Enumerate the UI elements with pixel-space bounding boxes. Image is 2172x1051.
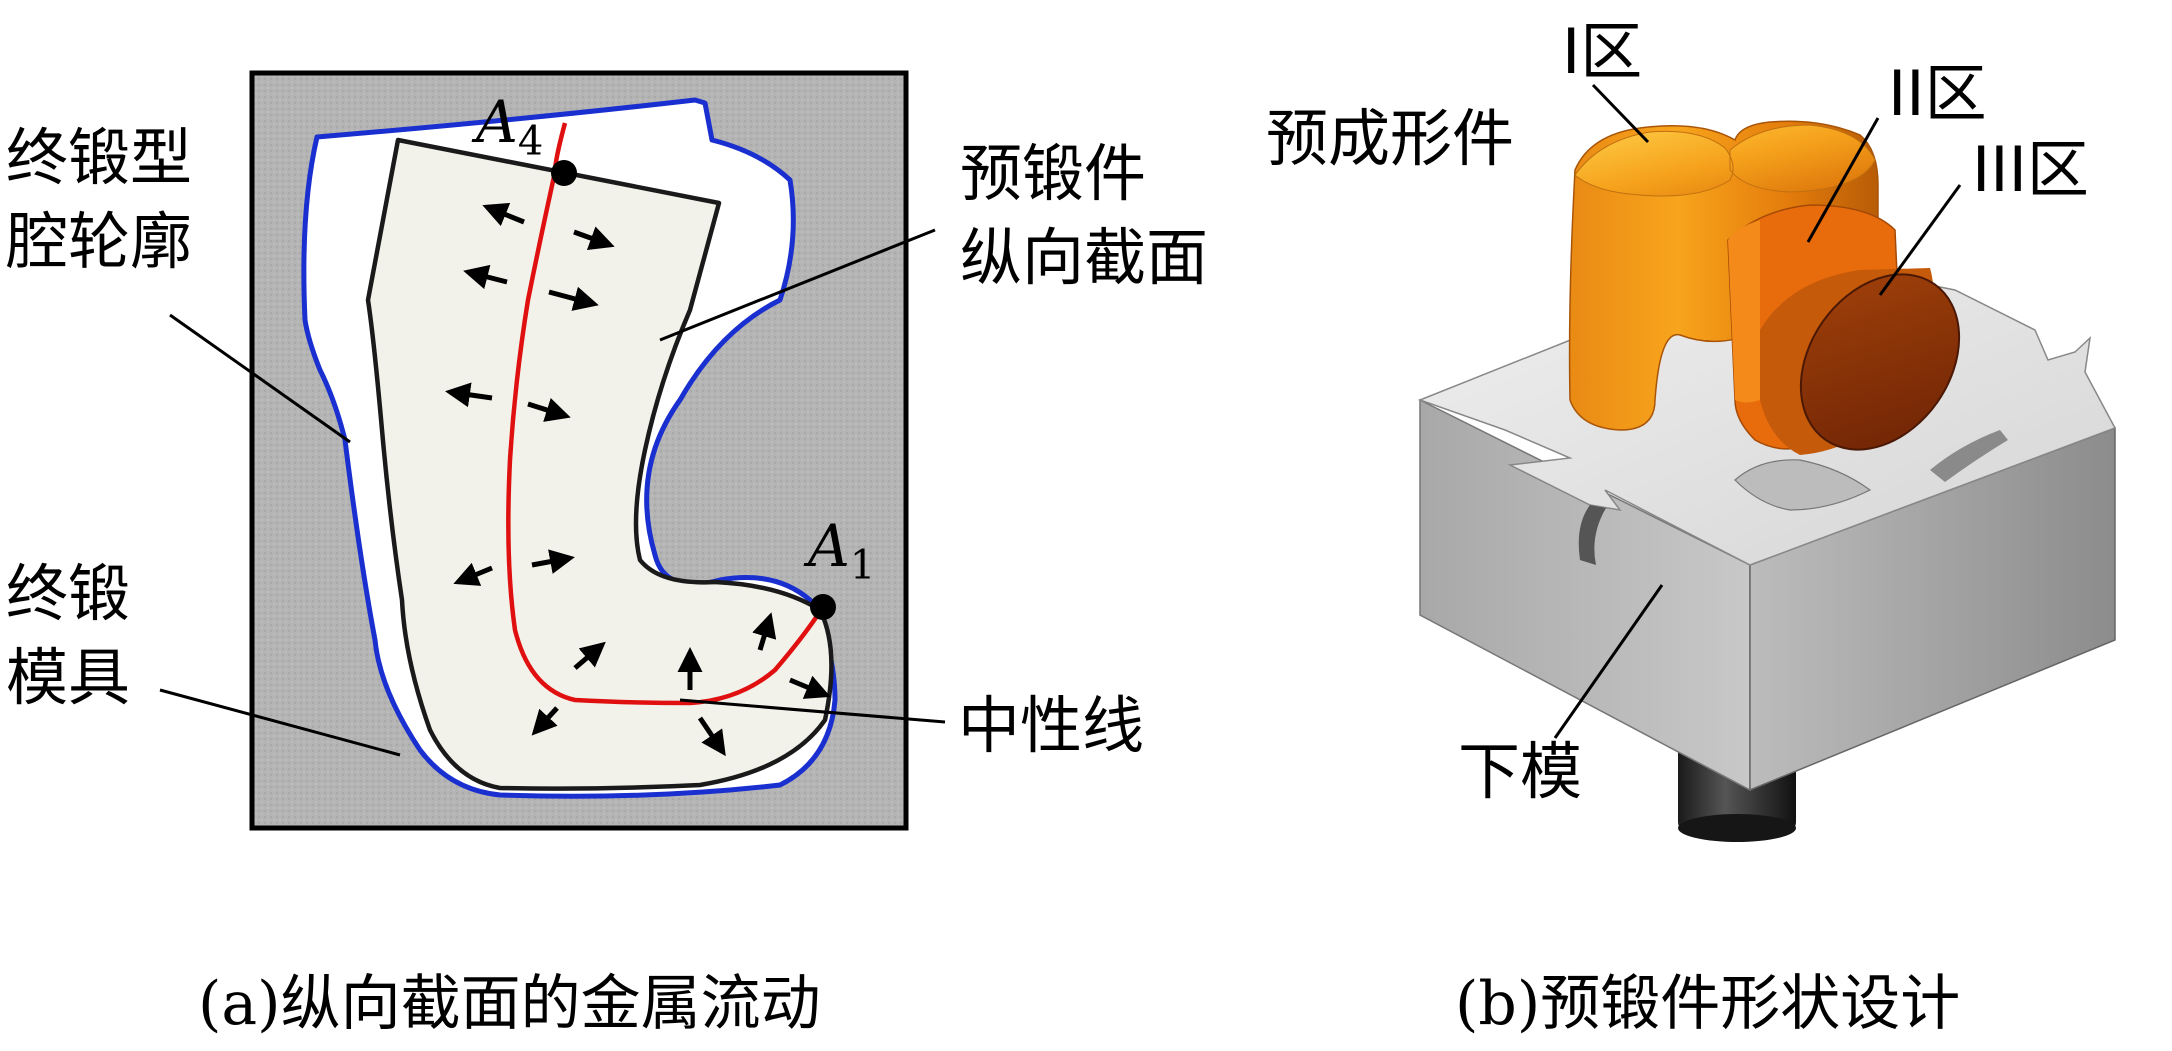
label-line: 终锻型 bbox=[6, 121, 193, 194]
notch-shadow bbox=[1578, 505, 1606, 565]
label-zone-i: I区 bbox=[1562, 15, 1643, 88]
leader-line bbox=[1806, 117, 1880, 243]
label-line: 纵向截面 bbox=[960, 221, 1209, 294]
point-subscript: 1 bbox=[849, 542, 876, 589]
label-final-cavity-contour: 终锻型 腔轮廓 bbox=[6, 116, 192, 284]
leader-line bbox=[679, 698, 946, 724]
zone-i-top bbox=[1574, 124, 1876, 197]
label-preform-part: 预成形件 bbox=[1266, 102, 1515, 175]
zone-iii-cylinder-face bbox=[1799, 273, 1961, 451]
preform-cross-section bbox=[365, 137, 834, 791]
caption-b: (b)预锻件形状设计 bbox=[1455, 969, 1961, 1039]
label-line: 腔轮廓 bbox=[6, 205, 193, 278]
flow-arrow bbox=[531, 706, 559, 736]
label-line: 终锻 bbox=[6, 557, 131, 630]
caption-a: (a)纵向截面的金属流动 bbox=[198, 969, 821, 1039]
point-label-a1: A1 bbox=[808, 512, 875, 589]
leader-line bbox=[1878, 184, 1962, 296]
flow-arrow bbox=[548, 286, 599, 311]
label-zone-iii: III区 bbox=[1972, 133, 2089, 206]
flow-arrow bbox=[789, 675, 831, 699]
panel-a-leader-lines bbox=[159, 228, 946, 757]
flow-arrow bbox=[697, 716, 726, 757]
label-preform-section: 预锻件 纵向截面 bbox=[960, 132, 1208, 300]
panel-b-leader-lines bbox=[1553, 83, 1962, 739]
panel-a bbox=[159, 70, 946, 831]
flow-arrow bbox=[573, 226, 615, 250]
label-line: 预锻件 bbox=[960, 137, 1147, 210]
flow-arrow bbox=[527, 398, 571, 422]
lower-die-slot bbox=[1930, 430, 2008, 482]
leader-line bbox=[1591, 83, 1650, 144]
point-label-a4: A4 bbox=[476, 88, 543, 165]
flow-arrow bbox=[531, 549, 575, 574]
label-lower-die: 下模 bbox=[1458, 735, 1583, 808]
metal-flow-arrows bbox=[445, 202, 831, 757]
panel-b bbox=[1417, 83, 2117, 842]
label-final-die: 终锻 模具 bbox=[6, 552, 130, 720]
point-a4 bbox=[551, 160, 577, 186]
flow-arrow bbox=[573, 641, 606, 670]
flow-arrow bbox=[453, 562, 493, 586]
leader-line bbox=[1553, 584, 1664, 739]
flow-arrow bbox=[752, 612, 777, 651]
label-line: 模具 bbox=[6, 641, 131, 714]
leader-line bbox=[659, 228, 936, 342]
preform-part bbox=[1568, 120, 1961, 455]
point-letter: A bbox=[808, 512, 850, 580]
flow-arrow bbox=[463, 264, 508, 290]
flow-arrow bbox=[482, 202, 525, 227]
point-subscript: 4 bbox=[517, 118, 544, 165]
lower-die-cavity bbox=[1734, 459, 1872, 511]
point-letter: A bbox=[476, 88, 518, 156]
leader-line bbox=[169, 313, 351, 444]
guide-pin-end bbox=[1678, 814, 1796, 842]
neutral-line bbox=[506, 122, 825, 706]
zone-ii-face bbox=[1728, 220, 1760, 403]
leader-line bbox=[159, 688, 401, 757]
point-a1 bbox=[810, 594, 836, 620]
flow-arrow bbox=[445, 382, 493, 408]
label-zone-ii: II区 bbox=[1888, 57, 1987, 130]
label-neutral-line: 中性线 bbox=[958, 689, 1145, 762]
